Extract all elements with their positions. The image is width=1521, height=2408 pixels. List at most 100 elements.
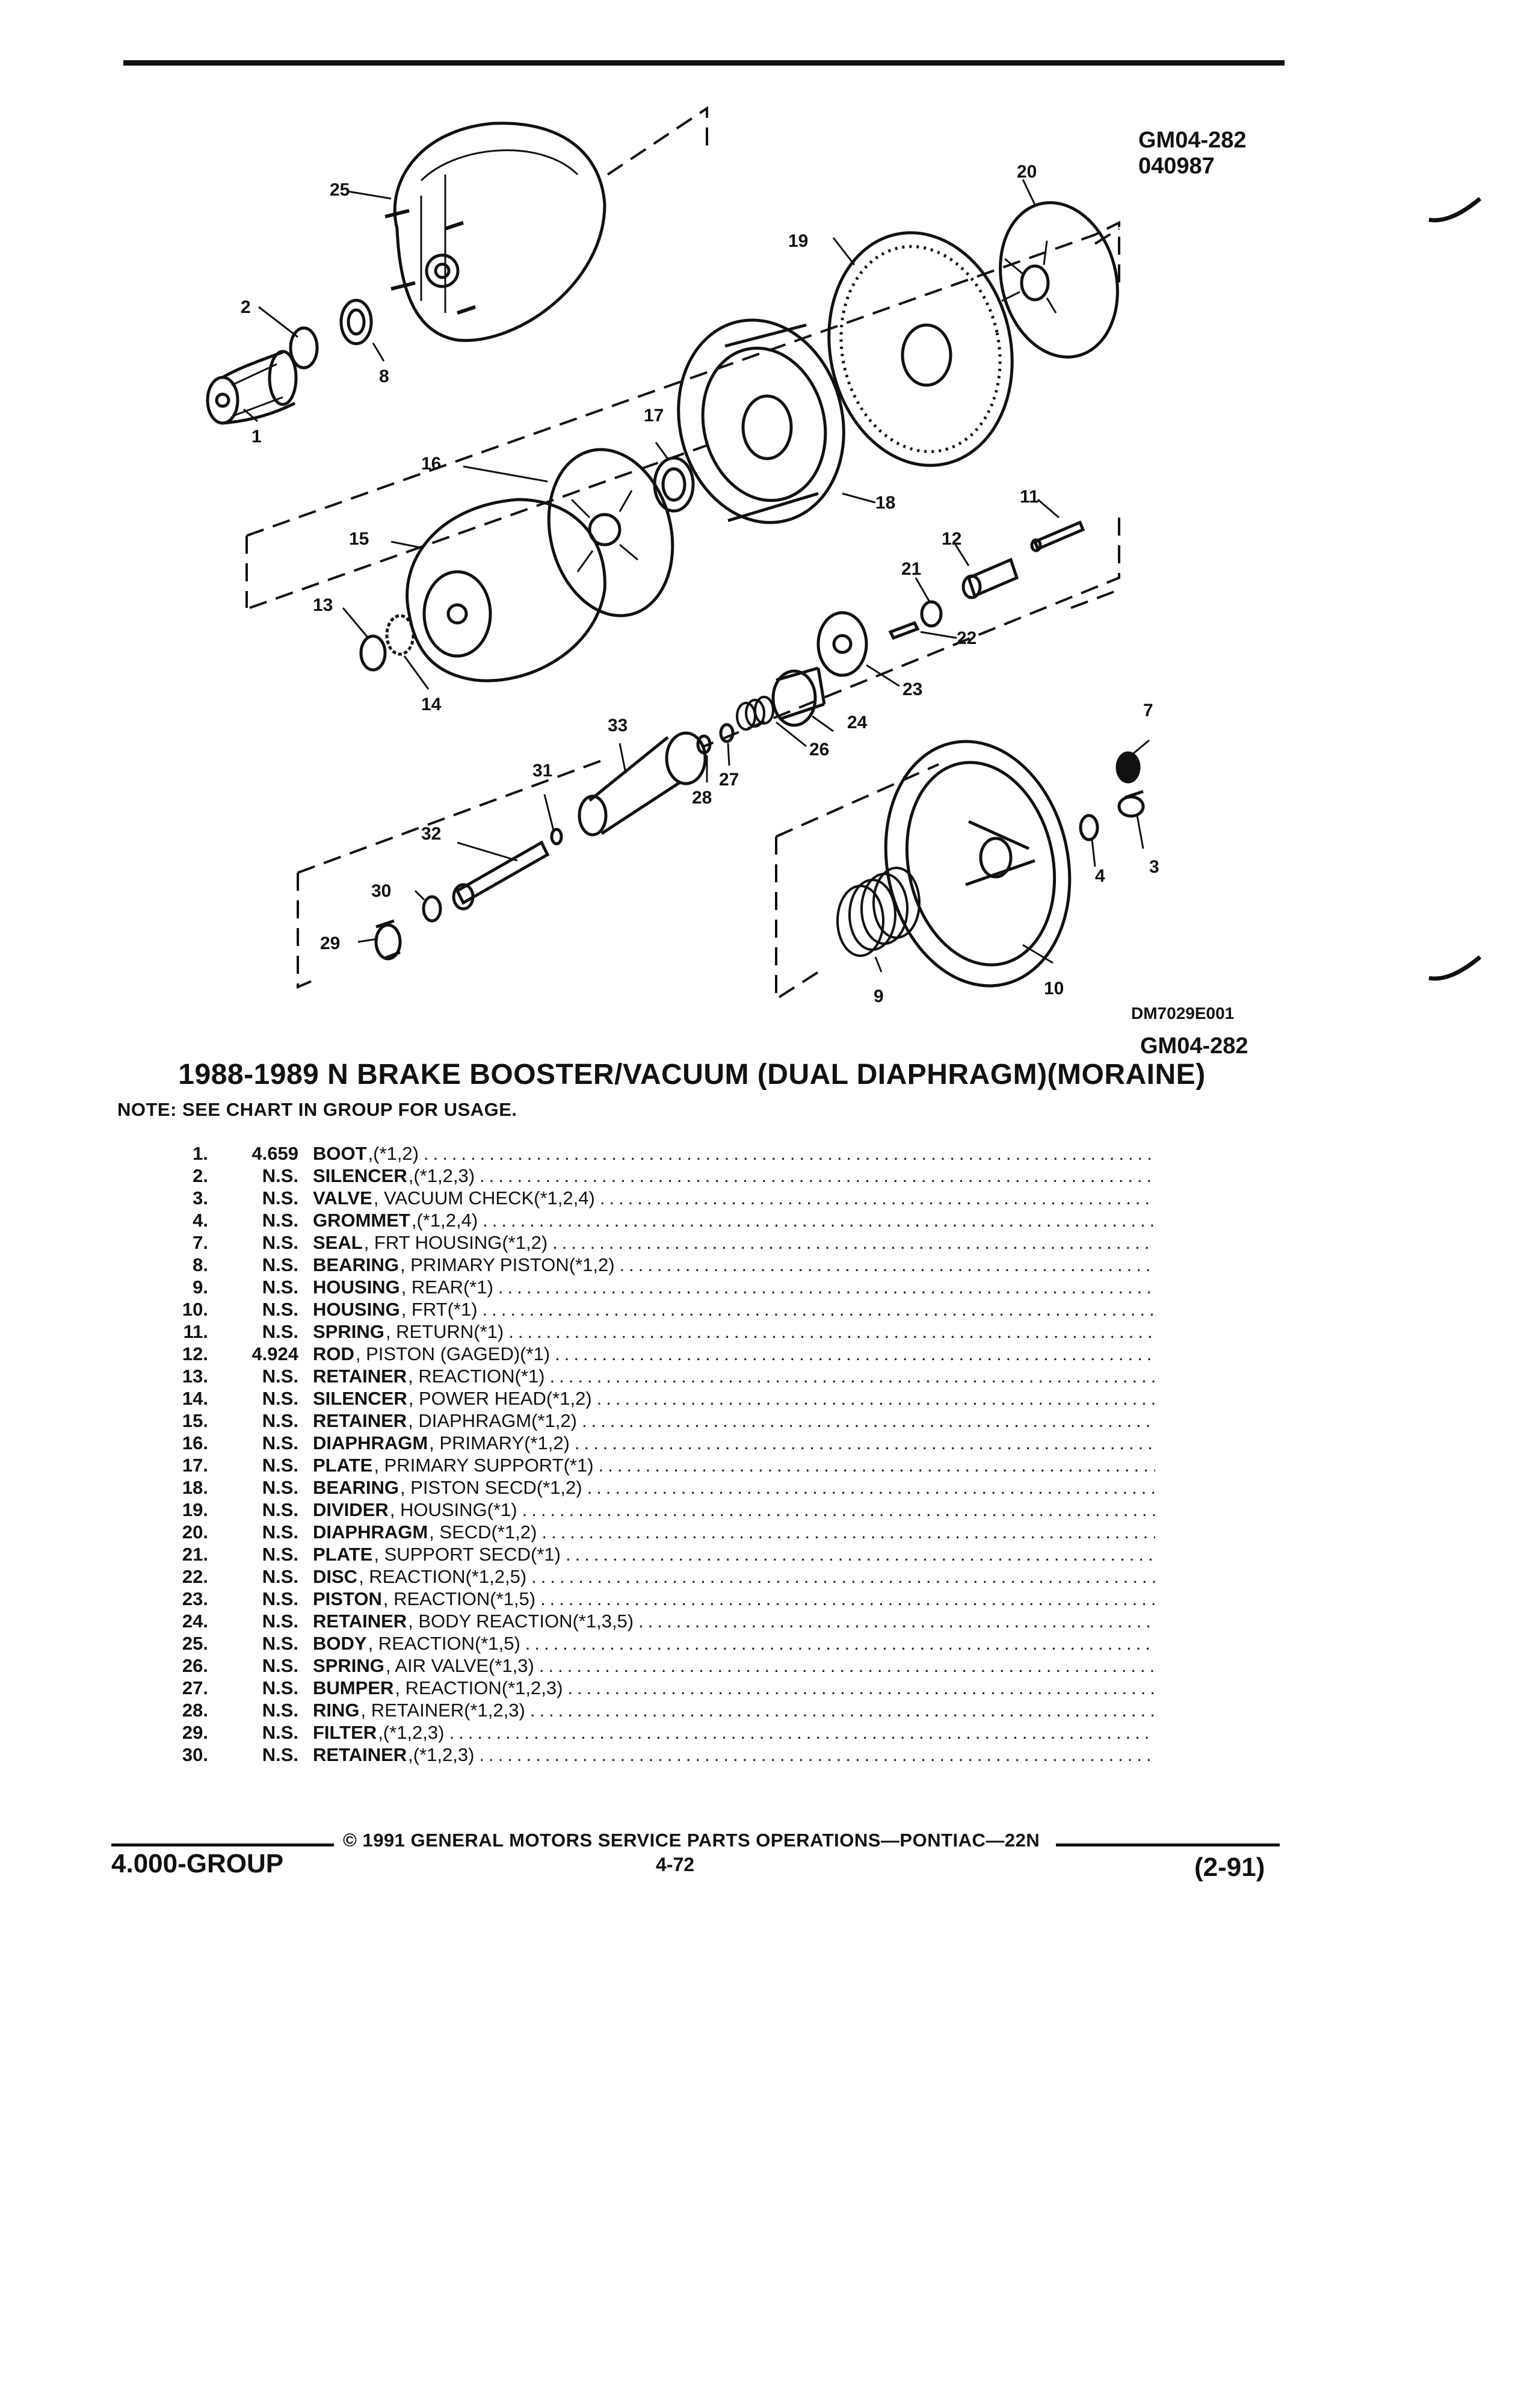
item-number: 3. [193, 1187, 208, 1209]
part-name: BUMPER [313, 1677, 394, 1698]
boot-shape [206, 350, 298, 425]
callout-29: 29 [320, 933, 340, 953]
part-description: , POWER HEAD(*1,2) [408, 1388, 592, 1409]
list-item: 21.N.S.PLATE, SUPPORT SECD(*1)..........… [156, 1543, 1155, 1565]
leader-dots: ........................................… [508, 1321, 1155, 1342]
item-number: 30. [182, 1744, 208, 1765]
item-number: 19. [182, 1499, 208, 1520]
list-item: 3.N.S.VALVE, VACUUM CHECK(*1,2,4).......… [156, 1187, 1155, 1209]
part-number: N.S. [262, 1477, 298, 1498]
part-number: N.S. [262, 1165, 298, 1186]
callout-13: 12 [942, 529, 961, 549]
item-number: 17. [182, 1455, 208, 1476]
part-description: , FRT(*1) [401, 1299, 478, 1320]
ring-31-shape [550, 828, 563, 846]
part-number: N.S. [262, 1388, 298, 1409]
callout-19: 18 [875, 493, 895, 513]
callout-22: 21 [901, 559, 921, 579]
item-number: 18. [182, 1477, 208, 1498]
callout-1: 1 [251, 427, 262, 447]
item-number: 16. [182, 1432, 208, 1453]
list-item: 25.N.S.BODY, REACTION(*1,5).............… [156, 1632, 1155, 1654]
part-description: , PRIMARY PISTON(*1,2) [400, 1254, 615, 1275]
footer-group: 4.000-GROUP [111, 1849, 284, 1878]
callout-28: 28 [692, 788, 712, 808]
leader-dots: ........................................… [538, 1655, 1155, 1676]
housing-divider-shape [677, 318, 845, 524]
leader-dots: ........................................… [449, 1722, 1155, 1743]
callout-26: 26 [809, 740, 829, 760]
part-number: N.S. [262, 1588, 298, 1609]
callout-18: 17 [644, 406, 664, 426]
reaction-bumper-shape [719, 723, 735, 743]
part-description: , DIAPHRAGM(*1,2) [408, 1410, 577, 1431]
part-description: , REACTION(*1,2,3) [395, 1677, 563, 1698]
list-item: 20.N.S.DIAPHRAGM, SECD(*1,2)............… [156, 1521, 1155, 1543]
callout-3: 3 [1149, 857, 1159, 877]
list-item: 16.N.S.DIAPHRAGM, PRIMARY(*1,2).........… [156, 1432, 1155, 1454]
bearing-secd-shape [653, 456, 695, 513]
page-title: 1988-1989 N BRAKE BOOSTER/VACUUM (DUAL D… [178, 1059, 1206, 1091]
part-name: BEARING [313, 1477, 399, 1498]
part-description: , PISTON (GAGED)(*1) [355, 1343, 551, 1364]
item-number: 20. [182, 1521, 208, 1543]
leader-dots: ........................................… [522, 1499, 1155, 1520]
list-item: 17.N.S.PLATE, PRIMARY SUPPORT(*1).......… [156, 1454, 1155, 1476]
part-description: , REACTION(*1,5) [383, 1588, 536, 1609]
list-item: 14.N.S.SILENCER, POWER HEAD(*1,2).......… [156, 1387, 1155, 1410]
item-number: 11. [183, 1321, 208, 1342]
leader-dots: ........................................… [483, 1210, 1155, 1231]
part-number: N.S. [262, 1677, 298, 1698]
item-number: 9. [193, 1277, 208, 1298]
list-item: 29.N.S.FILTER,(*1,2,3)..................… [156, 1721, 1155, 1744]
leader-dots: ........................................… [529, 1700, 1155, 1721]
list-item: 10.N.S.HOUSING, FRT(*1).................… [156, 1298, 1155, 1320]
callout-21: 20 [1017, 162, 1037, 182]
reaction-piston-shape [888, 621, 920, 640]
part-number: N.S. [262, 1321, 298, 1342]
part-number: N.S. [262, 1366, 298, 1387]
list-item: 7.N.S.SEAL, FRT HOUSING(*1,2)...........… [156, 1231, 1155, 1254]
part-description: , PRIMARY SUPPORT(*1) [374, 1455, 594, 1476]
part-number: N.S. [262, 1299, 298, 1320]
callout-33: 33 [608, 716, 628, 735]
part-description: , REACTION(*1,5) [368, 1633, 520, 1654]
part-number: N.S. [262, 1544, 298, 1565]
front-housing-seal-shape [1115, 751, 1141, 784]
part-description: , VACUUM CHECK(*1,2,4) [373, 1187, 595, 1209]
leader-dots: ........................................… [482, 1299, 1155, 1320]
secondary-support-plate-shape [999, 201, 1119, 359]
leader-dots: ........................................… [540, 1588, 1155, 1609]
part-number: N.S. [262, 1633, 298, 1654]
leader-dots: ........................................… [581, 1410, 1155, 1431]
item-number: 25. [182, 1633, 208, 1654]
leader-dots: ........................................… [567, 1677, 1155, 1698]
part-number: N.S. [262, 1700, 298, 1721]
air-valve-spring-shape [736, 696, 774, 731]
bearing-primary-shape [339, 299, 373, 345]
vacuum-check-valve-shape [1117, 790, 1145, 818]
part-description: , AIR VALVE(*1,3) [385, 1655, 534, 1676]
leader-dots: ........................................… [555, 1343, 1155, 1364]
leader-dots: ........................................… [599, 1187, 1155, 1209]
leader-dots: ........................................… [638, 1611, 1155, 1632]
part-name: FILTER [313, 1722, 377, 1743]
part-description: , SECD(*1,2) [429, 1521, 537, 1543]
ref-code-bottom: GM04-282 [1140, 1033, 1248, 1059]
primary-support-plate-shape [547, 448, 674, 617]
item-number: 7. [193, 1232, 208, 1253]
item-number: 28. [182, 1700, 208, 1721]
callout-30: 30 [371, 881, 391, 901]
part-name: PISTON [313, 1588, 382, 1609]
part-name: RING [313, 1700, 360, 1721]
item-number: 1. [193, 1143, 208, 1164]
item-number: 13. [182, 1366, 208, 1387]
part-name: GROMMET [313, 1210, 410, 1231]
leader-dots: ........................................… [587, 1477, 1155, 1498]
list-item: 23.N.S.PISTON, REACTION(*1,5)...........… [156, 1588, 1155, 1610]
part-description: , PISTON SECD(*1,2) [400, 1477, 582, 1498]
callout-8: 8 [379, 367, 389, 386]
return-spring-shape [836, 867, 921, 957]
